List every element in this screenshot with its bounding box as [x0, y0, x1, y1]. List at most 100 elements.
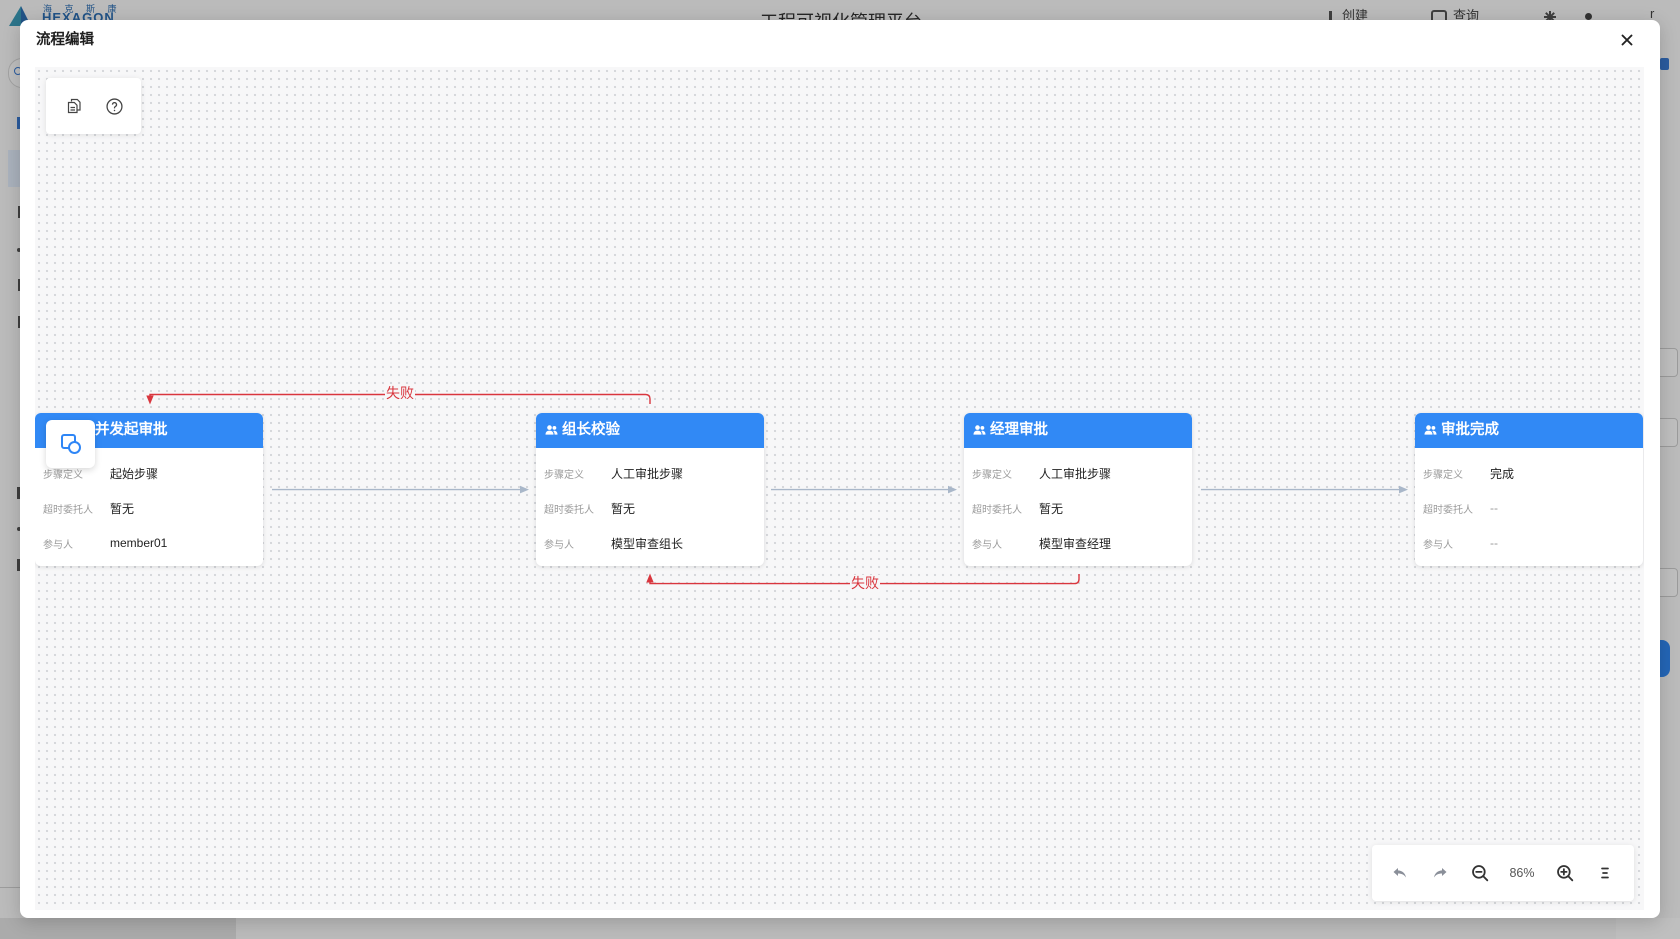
node-field-row: 超时委托人 暂无 — [964, 491, 1192, 526]
field-value: 模型审查组长 — [611, 536, 684, 551]
field-label: 步骤定义 — [972, 469, 1012, 481]
close-icon — [1621, 34, 1633, 46]
user-name: r — [1650, 6, 1655, 21]
canvas-controls: 86% — [1372, 845, 1634, 901]
node-field-row: 超时委托人 暂无 — [536, 491, 764, 526]
node-body: 步骤定义 完成 超时委托人 -- 参与人 -- — [1415, 448, 1643, 561]
node-header: 经理审批 — [964, 412, 1192, 448]
help-button[interactable] — [101, 93, 127, 119]
node-body: 步骤定义 起始步骤 超时委托人 暂无 参与人 member01 — [35, 448, 263, 561]
field-label: 参与人 — [43, 539, 73, 551]
node-body: 步骤定义 人工审批步骤 超时委托人 暂无 参与人 模型审查组长 — [536, 448, 764, 561]
field-value: -- — [1490, 501, 1498, 515]
field-value: 人工审批步骤 — [1039, 466, 1112, 481]
node-type-button[interactable] — [46, 420, 95, 468]
copy-button[interactable] — [61, 93, 87, 119]
edge-start-to-leader[interactable] — [272, 485, 529, 494]
node-field-row: 参与人 模型审查经理 — [964, 526, 1192, 561]
edge-line — [649, 574, 1080, 585]
node-header: 组长校验 — [536, 412, 764, 448]
field-label: 参与人 — [544, 539, 574, 551]
flow-node-approval-complete[interactable]: 审批完成 步骤定义 完成 超时委托人 -- 参与人 -- — [1415, 412, 1643, 566]
node-field-row: 步骤定义 人工审批步骤 — [964, 456, 1192, 491]
flow-canvas[interactable]: 失败 失败 并发起审批 步骤定义 起始步骤 超时委托人 暂无 — [35, 67, 1644, 910]
modal-title: 流程编辑 — [36, 32, 94, 48]
footer-right — [1616, 918, 1680, 939]
pen-icon — [1329, 11, 1332, 21]
redo-icon — [1434, 868, 1447, 878]
zoom-in-icon — [1557, 865, 1574, 882]
close-button[interactable] — [1619, 32, 1635, 48]
field-value: 起始步骤 — [110, 466, 159, 481]
node-header: 审批完成 — [1415, 412, 1643, 448]
users-icon — [973, 425, 986, 435]
canvas-toolbar — [46, 78, 141, 134]
users-icon — [1424, 425, 1437, 435]
flow-node-leader-check[interactable]: 组长校验 步骤定义 人工审批步骤 超时委托人 暂无 参与人 模型审查组长 — [536, 412, 764, 566]
zoom-level: 86% — [1509, 866, 1535, 880]
flow-node-manager-approval[interactable]: 经理审批 步骤定义 人工审批步骤 超时委托人 暂无 参与人 模型审查经理 — [964, 412, 1192, 566]
flow-edit-modal: 流程编辑 失败 — [20, 20, 1660, 918]
zoom-out-button[interactable] — [1467, 860, 1493, 886]
sidebar-icon — [17, 117, 22, 129]
sidebar-icon — [17, 559, 21, 571]
undo-icon — [1393, 868, 1406, 878]
field-label: 超时委托人 — [544, 504, 594, 516]
node-field-row: 超时委托人 -- — [1415, 491, 1643, 526]
field-label: 超时委托人 — [972, 504, 1022, 516]
footer-left — [0, 918, 236, 939]
edge-label: 失败 — [851, 575, 879, 591]
edge-label-bg — [850, 575, 880, 592]
field-value: 暂无 — [1039, 501, 1064, 516]
edge-arrowhead — [520, 485, 529, 494]
field-label: 超时委托人 — [43, 504, 93, 516]
edge-arrowhead — [1399, 485, 1408, 494]
field-label: 步骤定义 — [1423, 469, 1463, 481]
edge-line — [149, 393, 651, 404]
copy-icon — [67, 98, 81, 114]
node-field-row: 步骤定义 起始步骤 — [35, 456, 263, 491]
query-button: 查询 — [1453, 8, 1480, 23]
field-value: 暂无 — [611, 501, 636, 516]
sidebar-icon — [18, 279, 21, 291]
edge-label: 失败 — [386, 385, 414, 401]
sidebar-icon — [18, 316, 21, 328]
edge-manager-to-complete[interactable] — [1201, 485, 1408, 494]
field-value: 模型审查经理 — [1039, 536, 1112, 551]
sidebar-icon — [17, 527, 21, 531]
logo-text-cn: 海 克 斯 康 — [43, 4, 122, 14]
node-field-row: 步骤定义 完成 — [1415, 456, 1643, 491]
field-value: 人工审批步骤 — [611, 466, 684, 481]
avatar-icon — [1585, 13, 1592, 20]
sidebar-divider — [0, 887, 20, 888]
node-title: 审批完成 — [1441, 421, 1499, 438]
edge-arrowhead — [146, 395, 154, 405]
edge-leader-to-manager[interactable] — [771, 485, 957, 494]
node-field-row: 参与人 member01 — [35, 526, 263, 561]
help-icon — [105, 97, 123, 115]
menu-icon — [1601, 867, 1609, 879]
field-label: 参与人 — [1423, 539, 1453, 551]
sidebar-icon — [18, 206, 21, 218]
node-title: 并发起审批 — [95, 421, 168, 438]
flow-node-start[interactable]: 并发起审批 步骤定义 起始步骤 超时委托人 暂无 参与人 member01 — [35, 412, 263, 566]
field-label: 参与人 — [972, 539, 1002, 551]
edge-layer: 失败 失败 — [146, 385, 1408, 593]
redo-button[interactable] — [1427, 860, 1453, 886]
fit-view-button[interactable] — [1592, 860, 1618, 886]
undo-button[interactable] — [1387, 860, 1413, 886]
node-title: 经理审批 — [990, 421, 1048, 438]
field-label: 步骤定义 — [544, 469, 584, 481]
panel-icon — [1660, 58, 1669, 70]
node-field-row: 步骤定义 人工审批步骤 — [536, 456, 764, 491]
field-label: 步骤定义 — [43, 469, 83, 481]
edge-fail-leader-to-start[interactable]: 失败 — [146, 385, 651, 405]
field-label: 超时委托人 — [1423, 504, 1473, 516]
zoom-in-button[interactable] — [1552, 860, 1578, 886]
node-field-row: 超时委托人 暂无 — [35, 491, 263, 526]
node-body: 步骤定义 人工审批步骤 超时委托人 暂无 参与人 模型审查经理 — [964, 448, 1192, 561]
node-field-row: 参与人 -- — [1415, 526, 1643, 561]
field-value: member01 — [110, 536, 168, 550]
edge-fail-manager-to-leader[interactable]: 失败 — [646, 573, 1080, 593]
edge-label-bg — [385, 385, 415, 402]
